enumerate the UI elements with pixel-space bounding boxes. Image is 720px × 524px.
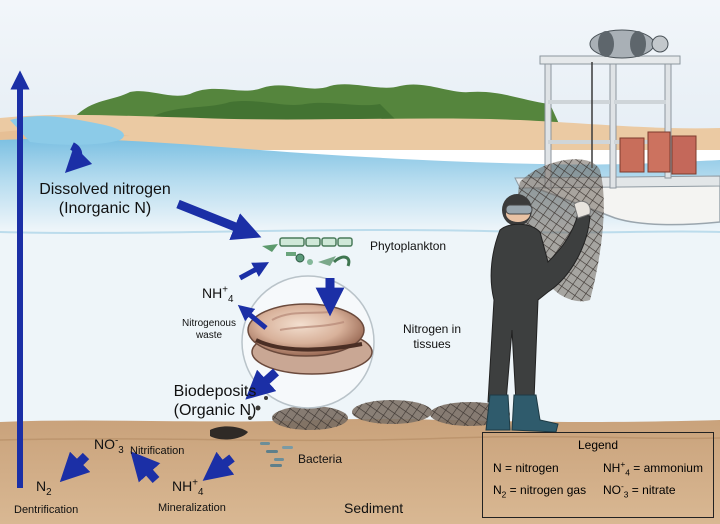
nitrogenous-waste-label: Nitrogenous waste [182, 318, 236, 341]
nh4-waste-formula: NH+4 [202, 284, 234, 305]
dentrification-label: Dentrification [14, 504, 79, 516]
legend-nh4: NH+4 = ammonium [603, 459, 703, 478]
biodeposit-arrow [245, 368, 280, 400]
biodeposits-label: Biodeposits (Organic N) [173, 383, 257, 419]
legend-title: Legend [577, 438, 619, 452]
beach [0, 114, 720, 150]
bacteria-cluster [260, 442, 293, 467]
mineralization-arrow [202, 451, 235, 481]
phytoplankton-cluster [262, 237, 353, 267]
legend-no3: NO-3 = nitrate [603, 481, 676, 500]
uptake-arrow [176, 199, 262, 241]
oyster [247, 303, 373, 375]
nh4-to-phyto-arrow [238, 262, 270, 281]
diver [485, 194, 591, 433]
waste-arrow [237, 304, 268, 330]
legend-n2: N2 = nitrogen gas [493, 483, 587, 500]
surface-input-arrow [64, 142, 93, 174]
sediment-label: Sediment [344, 500, 404, 516]
nh4-mineral-formula: NH+4 [172, 477, 204, 498]
nitrification-label: Nitrification [130, 445, 185, 457]
no3-formula: NO-3 [94, 435, 124, 456]
dissolved-nitrogen-label: Dissolved nitrogen (Inorganic N) [39, 181, 171, 217]
phytoplankton-label: Phytoplankton [370, 239, 447, 253]
n2-formula: N2 [36, 478, 52, 498]
mineralization-label: Mineralization [158, 502, 226, 514]
nitrogen-in-tissues-label: Nitrogen in tissues [402, 322, 462, 351]
sediment-layer [0, 419, 720, 524]
legend-n: N = nitrogen [493, 461, 559, 475]
denitrification-arrow [59, 451, 91, 483]
bacteria-label: Bacteria [298, 452, 343, 466]
nitrification-arrow [130, 451, 161, 483]
flux-arrows [10, 70, 345, 488]
legend-box: Legend N = nitrogen N2 = nitrogen gas NH… [482, 432, 714, 518]
